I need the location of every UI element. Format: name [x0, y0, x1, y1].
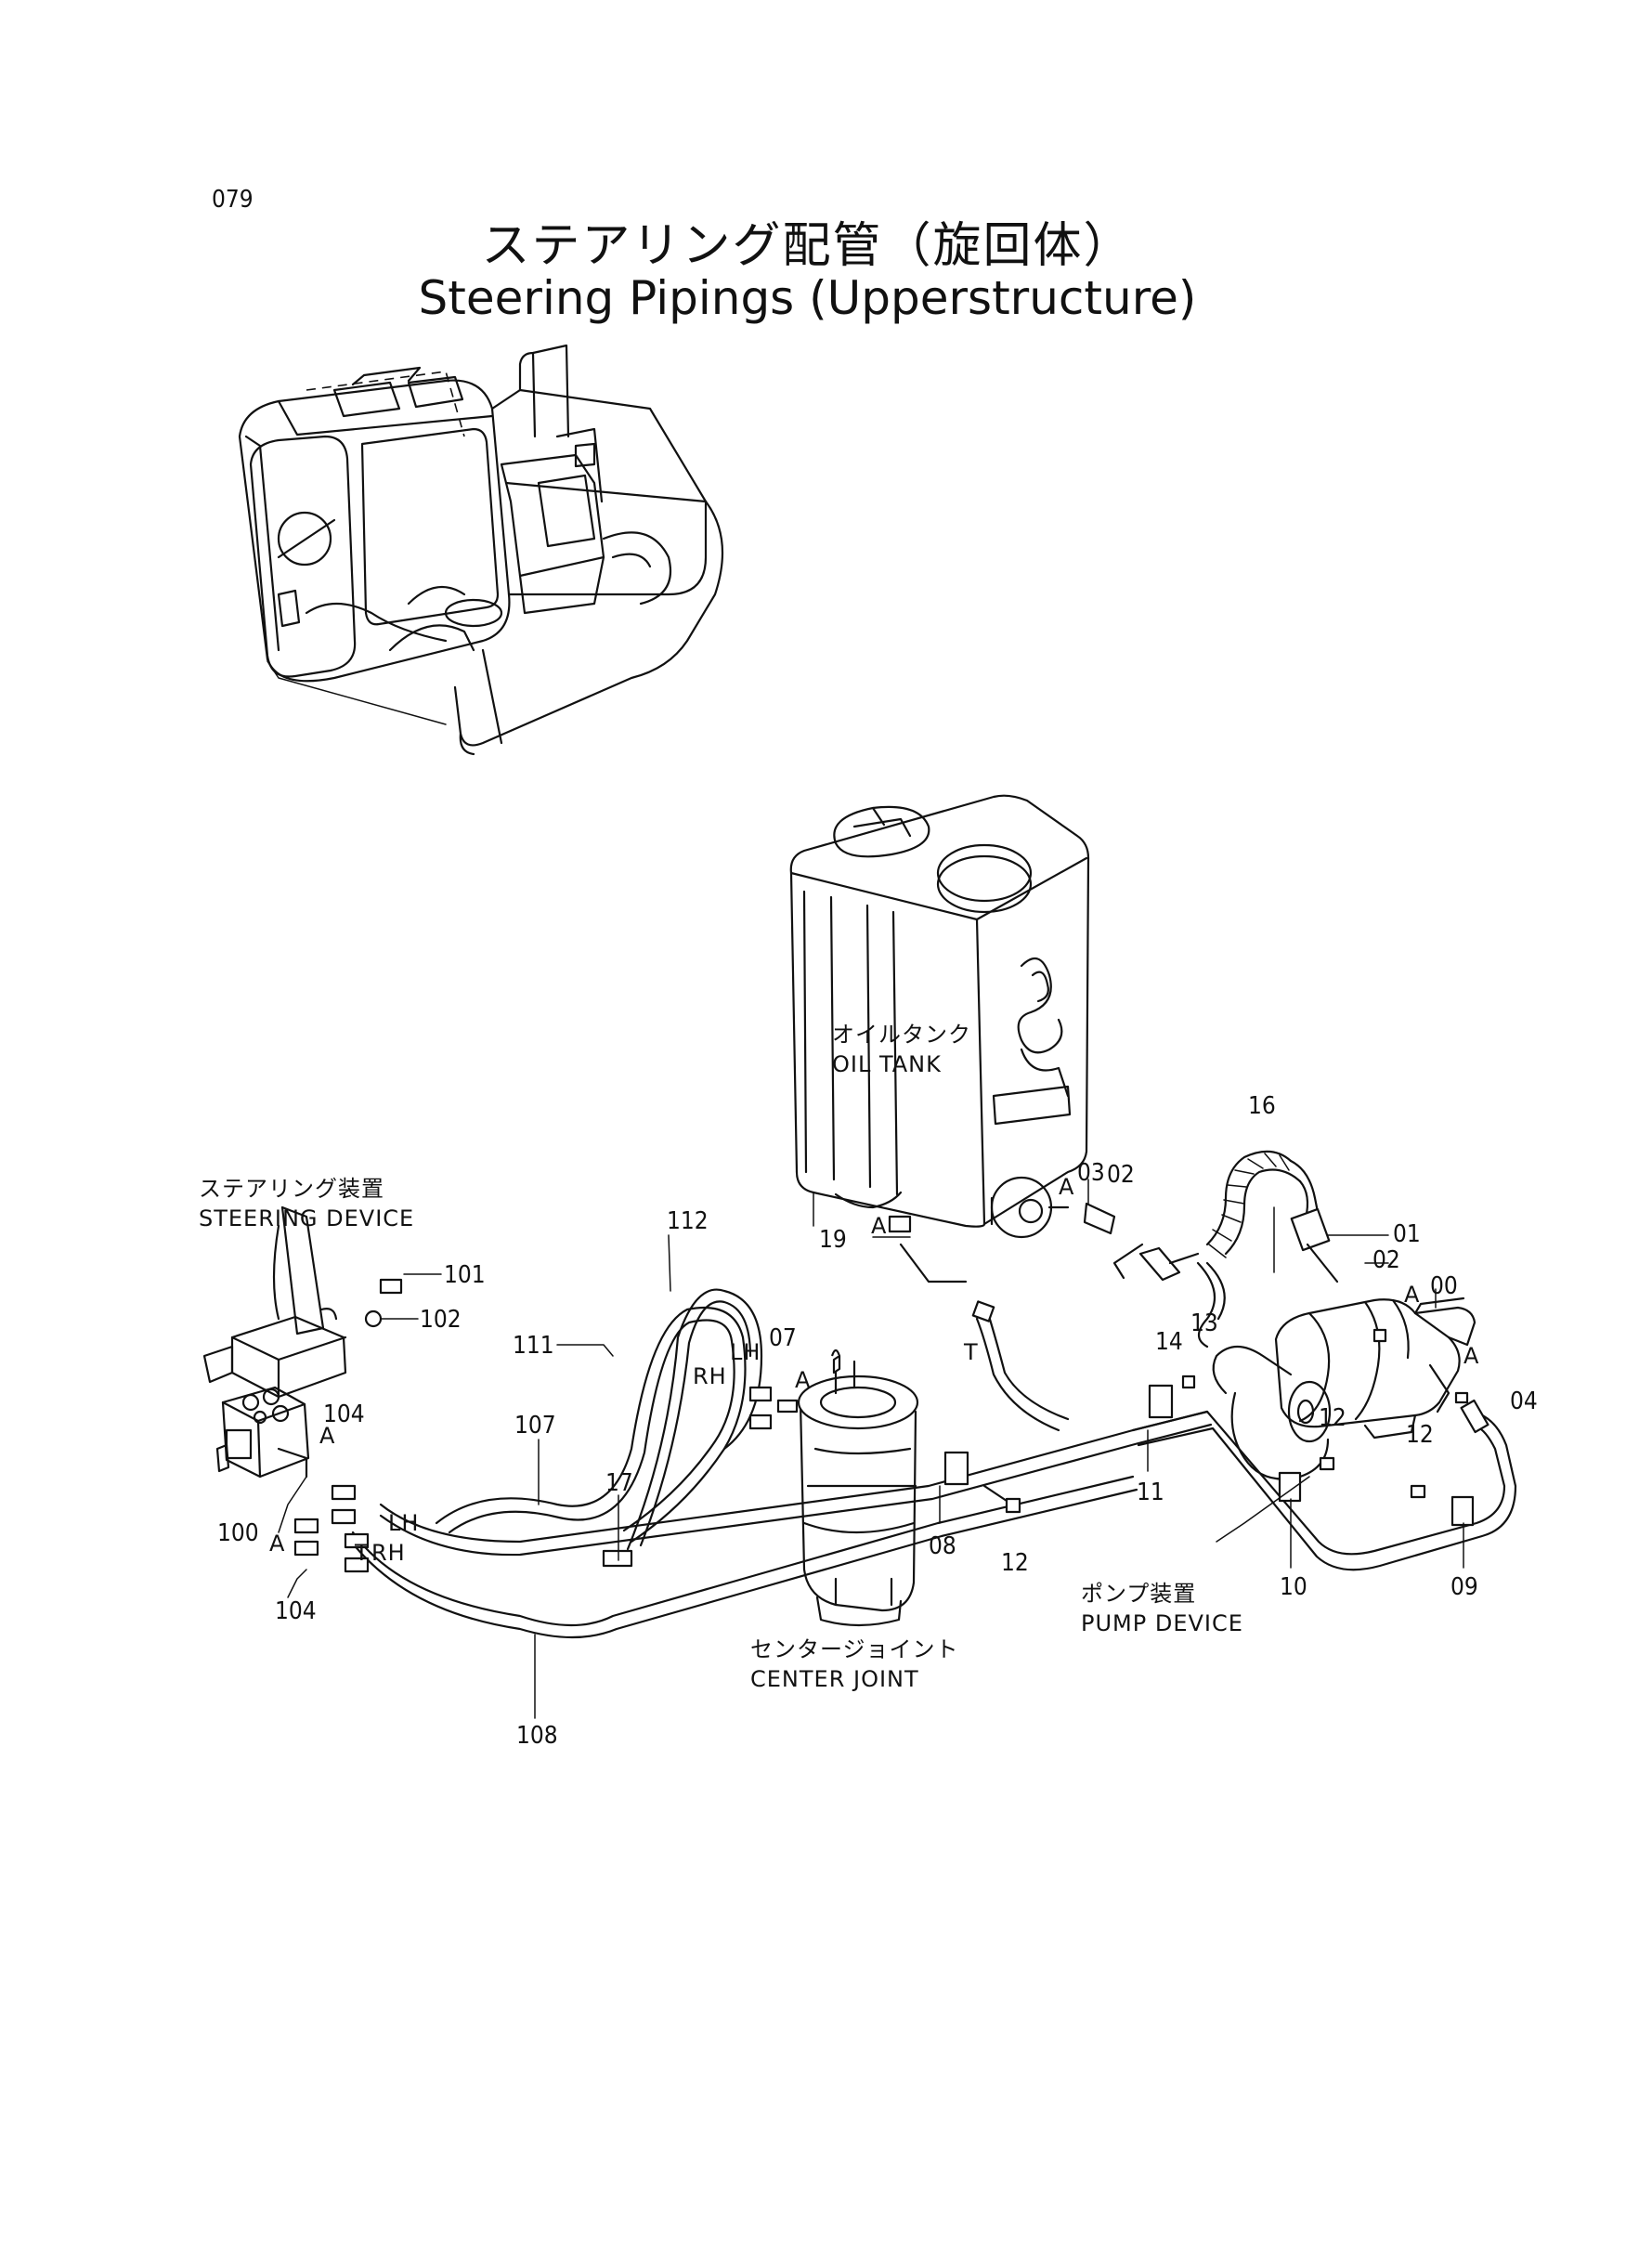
port-label-a-2: A [269, 1531, 286, 1557]
callout-104-lower: 104 [275, 1597, 317, 1625]
callout-11: 11 [1137, 1479, 1164, 1506]
steering-device-label: ステアリング装置 STEERING DEVICE [199, 1174, 414, 1233]
title-english: Steering Pipings (Upperstructure) [0, 271, 1652, 325]
title-english-text: Steering Pipings (Upperstructure) [418, 271, 1197, 325]
callout-101: 101 [444, 1261, 486, 1289]
callout-00: 00 [1430, 1272, 1458, 1300]
callout-12-right: 12 [1406, 1421, 1434, 1449]
callout-13: 13 [1190, 1309, 1218, 1337]
pump-device-illustration [1212, 1296, 1476, 1480]
callout-102: 102 [420, 1306, 462, 1334]
callout-01: 01 [1393, 1220, 1421, 1248]
title-japanese-text: ステアリング配管（旋回体） [481, 218, 1134, 274]
pump-device-label-en: PUMP DEVICE [1081, 1610, 1243, 1636]
callout-12-left: 12 [1001, 1549, 1029, 1577]
callout-02-right: 02 [1372, 1246, 1400, 1274]
hose-illustration [293, 1150, 1517, 1639]
port-label-lh-lower: LH [388, 1510, 420, 1536]
callout-14: 14 [1155, 1328, 1183, 1356]
callout-02-left: 02 [1107, 1161, 1135, 1189]
callout-104-upper: 104 [323, 1401, 365, 1428]
callout-17: 17 [605, 1469, 633, 1497]
callout-111: 111 [513, 1332, 554, 1360]
steering-device-illustration [202, 1205, 347, 1479]
page-number: 079 [212, 186, 254, 214]
steering-device-label-jp: ステアリング装置 [199, 1176, 384, 1202]
port-label-lh-upper: LH [730, 1339, 761, 1365]
callout-100: 100 [217, 1519, 259, 1547]
center-joint-label: センタージョイント CENTER JOINT [750, 1635, 959, 1694]
port-label-a-4: A [871, 1213, 888, 1239]
leader-lines [278, 1179, 1464, 1719]
center-joint-label-jp: センタージョイント [750, 1636, 959, 1662]
oil-tank-label-en: OIL TANK [832, 1051, 942, 1077]
title-japanese: ステアリング配管（旋回体） [0, 206, 1652, 276]
callout-19: 19 [819, 1226, 847, 1254]
callout-04: 04 [1510, 1388, 1538, 1415]
callout-16: 16 [1248, 1092, 1276, 1120]
callout-08: 08 [929, 1532, 956, 1560]
oil-tank-label-jp: オイルタンク [832, 1022, 971, 1048]
callout-09: 09 [1450, 1573, 1478, 1601]
port-label-a-5: A [1059, 1174, 1075, 1200]
callout-107: 107 [514, 1412, 556, 1440]
callout-112: 112 [667, 1207, 709, 1235]
callout-10: 10 [1280, 1573, 1307, 1601]
pump-device-label: ポンプ装置 PUMP DEVICE [1081, 1579, 1243, 1638]
port-label-a-6: A [1404, 1282, 1421, 1308]
steering-device-label-en: STEERING DEVICE [199, 1205, 415, 1231]
oil-tank-label: オイルタンク OIL TANK [832, 1020, 971, 1079]
pump-device-label-jp: ポンプ装置 [1081, 1581, 1197, 1607]
port-label-a-7: A [1463, 1343, 1480, 1369]
port-label-rh-lower: RH [371, 1540, 406, 1566]
port-label-rh-upper: RH [693, 1363, 727, 1389]
center-joint-label-en: CENTER JOINT [750, 1666, 919, 1692]
callout-108: 108 [516, 1722, 558, 1750]
port-label-t-lower: T [355, 1540, 370, 1566]
callout-12-mid: 12 [1319, 1404, 1346, 1432]
port-label-a-3: A [795, 1367, 812, 1393]
port-label-a-1: A [319, 1423, 336, 1449]
port-label-t-tank: T [964, 1339, 979, 1365]
oil-tank-illustration [789, 794, 1090, 1239]
excavator-overview-illustration [238, 344, 724, 756]
callout-03: 03 [1077, 1159, 1105, 1187]
callout-07: 07 [769, 1324, 797, 1352]
center-joint-illustration [797, 1348, 919, 1627]
